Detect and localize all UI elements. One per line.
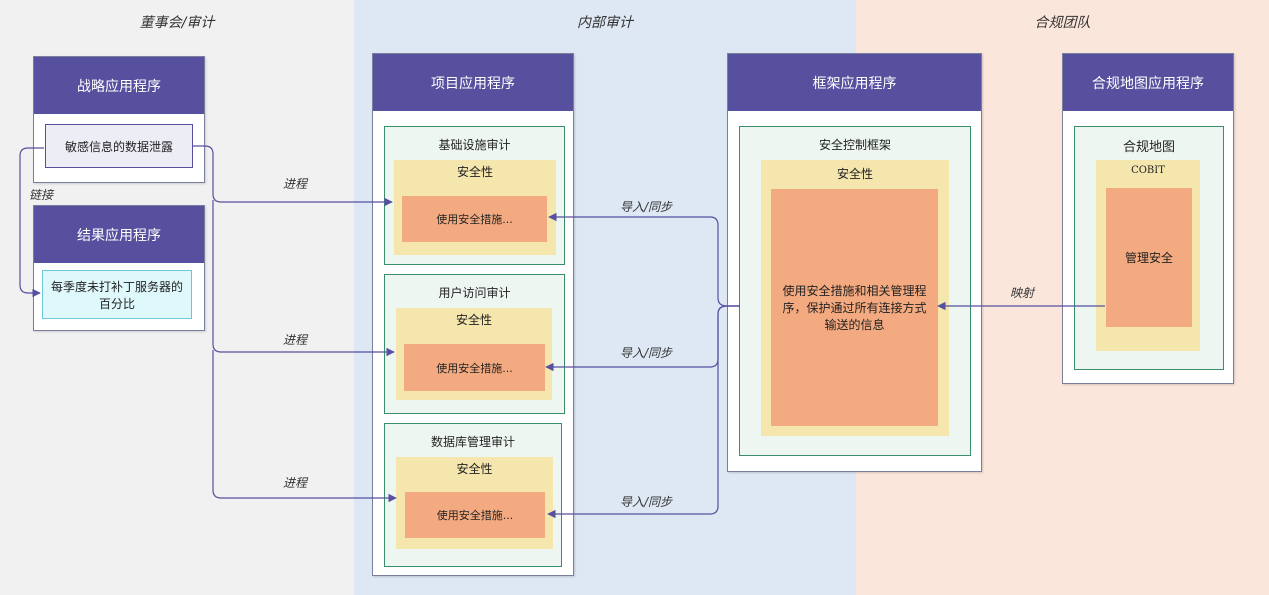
process-edge-1 — [193, 145, 393, 207]
strategy-app[interactable]: 战略应用程序 敏感信息的数据泄露 — [33, 56, 205, 183]
audit-user-access-section: 安全性 使用安全措施... — [396, 308, 552, 400]
sync-label-1: 导入/同步 — [620, 200, 673, 214]
audit-infrastructure-section: 安全性 使用安全措施... — [394, 160, 556, 255]
process-edge-2 — [212, 200, 395, 357]
sync-edge-3 — [547, 305, 740, 519]
audit-database[interactable]: 数据库管理审计 安全性 使用安全措施... — [384, 423, 562, 567]
strategy-app-item[interactable]: 敏感信息的数据泄露 — [45, 124, 193, 168]
audit-infrastructure-control[interactable]: 使用安全措施... — [402, 196, 547, 242]
result-app[interactable]: 结果应用程序 每季度未打补丁服务器的百分比 — [33, 205, 205, 331]
project-app[interactable]: 项目应用程序 基础设施审计 安全性 使用安全措施... 用户访问审计 安全性 使… — [372, 53, 574, 576]
cobit-section: COBIT 管理安全 — [1096, 160, 1200, 351]
strategy-app-title: 战略应用程序 — [34, 57, 204, 114]
framework-app-title: 框架应用程序 — [728, 54, 981, 111]
process-label-3: 进程 — [283, 476, 308, 490]
lane-title-compliance: 合规团队 — [1034, 15, 1091, 31]
project-app-title: 项目应用程序 — [373, 54, 573, 111]
security-control-framework[interactable]: 安全控制框架 安全性 使用安全措施和相关管理程序，保护通过所有连接方式输送的信息 — [739, 126, 971, 456]
process-label-1: 进程 — [283, 177, 308, 191]
link-edge — [19, 147, 44, 298]
lane-title-board: 董事会/审计 — [139, 15, 215, 31]
cobit-label: COBIT — [1131, 165, 1165, 176]
framework-section-label: 安全性 — [836, 167, 873, 181]
compliance-map-app-title: 合规地图应用程序 — [1063, 54, 1233, 111]
audit-infrastructure-section-label: 安全性 — [456, 165, 493, 179]
lane-title-internal: 内部审计 — [577, 15, 633, 31]
audit-infrastructure[interactable]: 基础设施审计 安全性 使用安全措施... — [384, 126, 565, 265]
audit-user-access-section-label: 安全性 — [455, 313, 492, 327]
audit-user-access-title: 用户访问审计 — [438, 286, 511, 300]
sync-label-3: 导入/同步 — [620, 495, 673, 509]
sync-edge-1 — [548, 212, 740, 307]
audit-database-control[interactable]: 使用安全措施... — [405, 492, 545, 538]
mapping-label: 映射 — [1010, 286, 1035, 300]
framework-section: 安全性 使用安全措施和相关管理程序，保护通过所有连接方式输送的信息 — [761, 160, 949, 436]
manage-security-control[interactable]: 管理安全 — [1106, 188, 1192, 327]
audit-user-access-control[interactable]: 使用安全措施... — [404, 344, 545, 391]
audit-database-section: 安全性 使用安全措施... — [396, 457, 553, 549]
security-control-framework-title: 安全控制框架 — [818, 138, 891, 152]
audit-user-access[interactable]: 用户访问审计 安全性 使用安全措施... — [384, 274, 565, 414]
compliance-map-app[interactable]: 合规地图应用程序 合规地图 COBIT 管理安全 — [1062, 53, 1234, 384]
audit-database-title: 数据库管理审计 — [430, 435, 515, 449]
sync-label-2: 导入/同步 — [620, 346, 673, 360]
process-label-2: 进程 — [283, 333, 308, 347]
process-edge-3 — [212, 350, 397, 503]
link-label: 链接 — [29, 188, 54, 202]
result-app-title: 结果应用程序 — [34, 206, 204, 263]
compliance-map[interactable]: 合规地图 COBIT 管理安全 — [1074, 126, 1224, 370]
framework-app[interactable]: 框架应用程序 安全控制框架 安全性 使用安全措施和相关管理程序，保护通过所有连接… — [727, 53, 982, 472]
result-app-item[interactable]: 每季度未打补丁服务器的百分比 — [42, 270, 192, 319]
compliance-map-title: 合规地图 — [1122, 140, 1175, 155]
audit-database-section-label: 安全性 — [456, 462, 493, 476]
audit-infrastructure-title: 基础设施审计 — [438, 138, 511, 152]
framework-control[interactable]: 使用安全措施和相关管理程序，保护通过所有连接方式输送的信息 — [771, 189, 938, 426]
